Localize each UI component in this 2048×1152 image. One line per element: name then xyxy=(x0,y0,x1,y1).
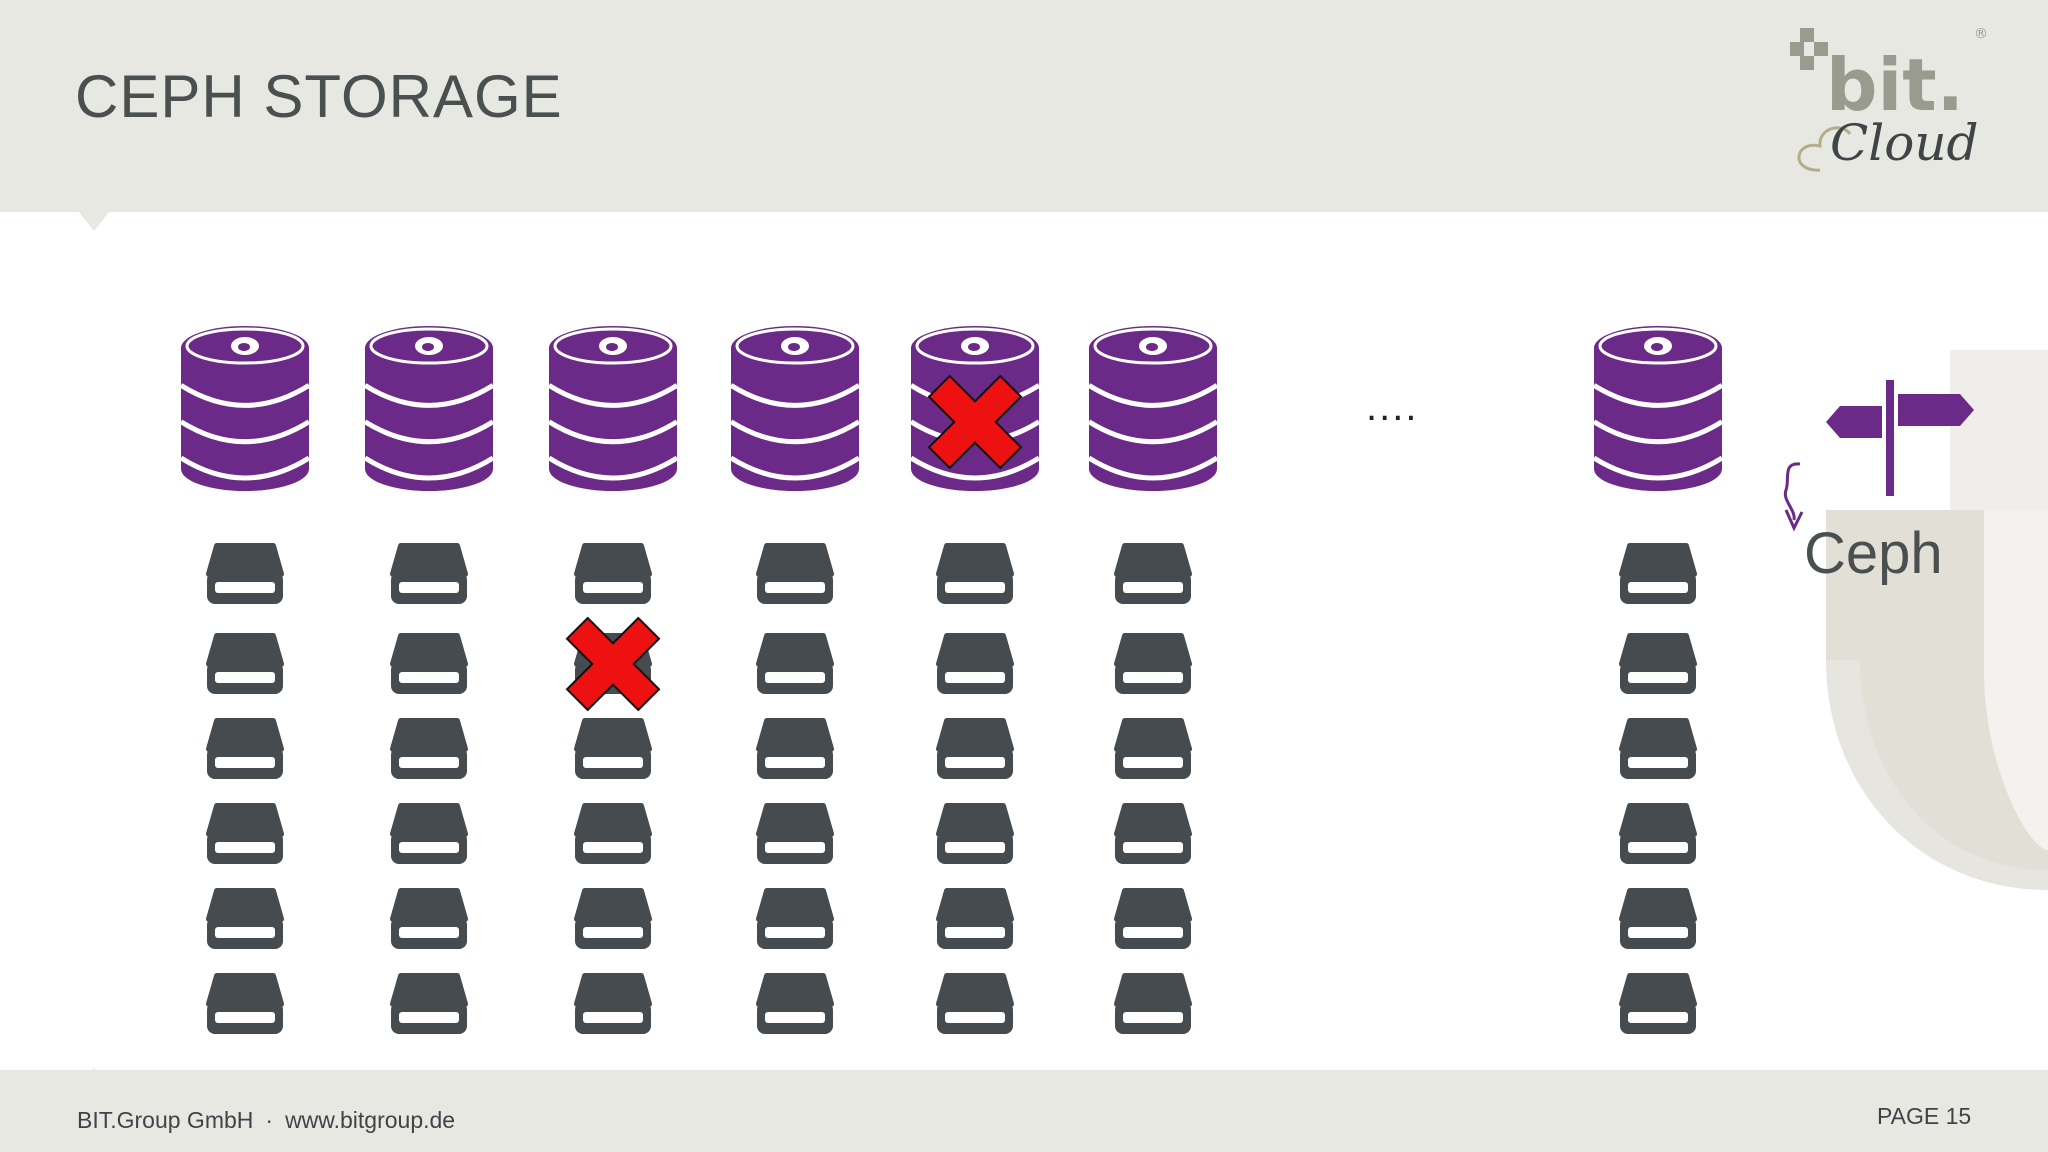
disk-icon xyxy=(936,718,1014,779)
disk-icon xyxy=(390,973,468,1034)
footer-info: BIT.Group GmbH · www.bitgroup.de xyxy=(77,1107,455,1134)
disk-icon xyxy=(756,888,834,949)
logo-registered-mark: ® xyxy=(1974,26,1988,42)
bit-cloud-logo: bit. ® Cloud xyxy=(1790,26,1988,172)
disk-icon xyxy=(1114,973,1192,1034)
storage-node-icon xyxy=(179,326,311,491)
signpost-icon xyxy=(1783,380,1974,532)
disk-icon xyxy=(206,803,284,864)
header-notch xyxy=(78,211,110,231)
disk-icon xyxy=(390,718,468,779)
disk-icon xyxy=(1619,973,1697,1034)
footer-bar xyxy=(0,1070,2048,1152)
disk-icon xyxy=(574,718,652,779)
logo-brand: bit. xyxy=(1826,43,1964,127)
disk-icon xyxy=(574,803,652,864)
disk-icon xyxy=(936,633,1014,694)
disk-icon xyxy=(574,888,652,949)
disk-icon xyxy=(574,543,652,604)
storage-node-icon xyxy=(1087,326,1219,491)
more-nodes-ellipsis: .... xyxy=(1366,385,1419,429)
storage-node-icon xyxy=(363,326,495,491)
disk-icon xyxy=(1114,803,1192,864)
disk-icon xyxy=(574,973,652,1034)
disk-icon xyxy=(1619,543,1697,604)
disk-icon xyxy=(936,888,1014,949)
disk-icon xyxy=(1114,543,1192,604)
disk-icon xyxy=(206,543,284,604)
disk-icon xyxy=(390,803,468,864)
background-decoration xyxy=(1826,350,2048,890)
disk-icon xyxy=(936,973,1014,1034)
disk-icon xyxy=(206,633,284,694)
footer-company: BIT.Group GmbH xyxy=(77,1107,254,1133)
logo-sub: Cloud xyxy=(1830,114,1979,172)
ceph-label: Ceph xyxy=(1804,521,1943,586)
footer-separator: · xyxy=(265,1107,274,1133)
disk-icon xyxy=(206,888,284,949)
storage-node-icon xyxy=(547,326,679,491)
disk-failure-icon xyxy=(565,616,661,712)
disk-icon xyxy=(756,803,834,864)
storage-node-icon xyxy=(1592,326,1724,491)
storage-node-icon xyxy=(729,326,861,491)
disk-icon xyxy=(756,718,834,779)
header-bar xyxy=(0,0,2048,212)
disk-icon xyxy=(1114,718,1192,779)
page-number: PAGE 15 xyxy=(1877,1103,1972,1129)
disk-icon xyxy=(390,888,468,949)
disk-icon xyxy=(390,633,468,694)
disk-icon xyxy=(936,803,1014,864)
footer-notch xyxy=(78,1068,110,1086)
node-failure-icon xyxy=(927,374,1023,470)
disk-icon xyxy=(1619,888,1697,949)
disk-icon xyxy=(1619,803,1697,864)
disk-icon xyxy=(1114,888,1192,949)
footer-website[interactable]: www.bitgroup.de xyxy=(285,1107,456,1133)
disk-icon xyxy=(1114,633,1192,694)
disk-icon xyxy=(756,973,834,1034)
disk-icon xyxy=(1619,718,1697,779)
disk-icon xyxy=(390,543,468,604)
disk-icon xyxy=(756,633,834,694)
disk-icon xyxy=(206,718,284,779)
disk-icon xyxy=(206,973,284,1034)
disk-icon xyxy=(936,543,1014,604)
disk-icon xyxy=(756,543,834,604)
disk-icon xyxy=(1619,633,1697,694)
slide-title: CEPH STORAGE xyxy=(75,63,563,130)
